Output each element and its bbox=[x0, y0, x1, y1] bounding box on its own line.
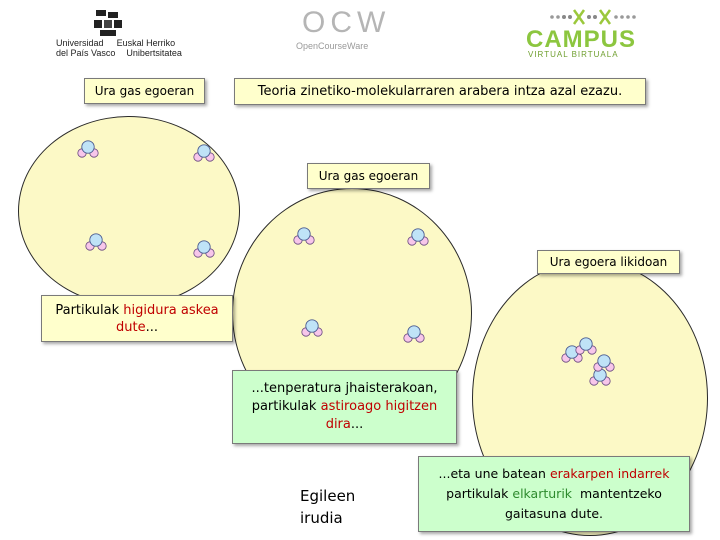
water-molecule bbox=[293, 227, 315, 245]
caption-line: irudia bbox=[300, 509, 343, 527]
label-gas-middle: Ura gas egoeran bbox=[307, 163, 430, 189]
theory-question-text: Teoria zinetiko-molekularraren arabera i… bbox=[257, 84, 623, 99]
free-motion-part: Partikulak bbox=[55, 302, 124, 318]
water-molecule bbox=[593, 354, 615, 372]
free-motion-highlight: higidura askea bbox=[123, 302, 219, 318]
water-molecule bbox=[403, 325, 425, 343]
attraction-highlight: erakarpen indarrek bbox=[549, 466, 670, 481]
image-credit-caption: Egileen irudia bbox=[300, 485, 355, 529]
free-motion-part: ... bbox=[145, 319, 158, 335]
campus-logo: CAMPUS VIRTUAL BIRTUALA bbox=[526, 8, 656, 59]
upv-line1a: Universidad bbox=[56, 38, 104, 48]
attraction-text: ...eta une batean erakarpen indarrek par… bbox=[439, 464, 670, 524]
cooling-part: ... bbox=[350, 417, 364, 432]
upv-line2b: Unibertsitatea bbox=[126, 48, 182, 58]
cooling-box: ...tenperatura jhaisterakoan, partikulak… bbox=[232, 370, 457, 444]
caption-line: Egileen bbox=[300, 487, 356, 505]
water-molecule bbox=[301, 319, 323, 337]
cooling-highlight: astiroago higitzen bbox=[320, 399, 438, 414]
water-molecule bbox=[193, 144, 215, 162]
water-molecule bbox=[575, 337, 597, 355]
campus-logo-big: CAMPUS bbox=[526, 26, 637, 53]
label-gas-top-text: Ura gas egoeran bbox=[94, 84, 195, 98]
cooling-text: ...tenperatura jhaisterakoan, partikulak… bbox=[251, 380, 437, 434]
campus-dots-icon bbox=[550, 9, 636, 25]
attraction-box: ...eta une batean erakarpen indarrek par… bbox=[418, 456, 690, 532]
attraction-part: mantentzeko bbox=[572, 486, 662, 501]
free-motion-highlight: dute bbox=[116, 319, 146, 335]
upv-line1b: Euskal Herriko bbox=[116, 38, 176, 48]
label-gas-top: Ura gas egoeran bbox=[84, 78, 205, 104]
upv-emblem-icon bbox=[94, 10, 122, 36]
water-molecule bbox=[589, 368, 611, 386]
label-liquid-text: Ura egoera likidoan bbox=[549, 255, 668, 269]
free-motion-box: Partikulak higidura askea dute... bbox=[41, 295, 233, 342]
cooling-part: partikulak bbox=[251, 399, 321, 414]
ocw-logo-big: OCW bbox=[302, 6, 391, 39]
water-molecule bbox=[85, 233, 107, 251]
campus-logo-small: VIRTUAL BIRTUALA bbox=[528, 50, 619, 59]
label-gas-middle-text: Ura gas egoeran bbox=[318, 169, 419, 183]
label-liquid: Ura egoera likidoan bbox=[537, 250, 680, 274]
attraction-part: ...eta une batean bbox=[438, 466, 550, 481]
upv-line2a: del País Vasco bbox=[56, 48, 116, 58]
attraction-part: partikulak bbox=[446, 486, 513, 501]
ocw-logo-small: OpenCourseWare bbox=[296, 41, 369, 51]
theory-question-box: Teoria zinetiko-molekularraren arabera i… bbox=[234, 78, 646, 105]
cooling-highlight: dira bbox=[325, 417, 351, 432]
ocw-logo: OCW OpenCourseWare bbox=[296, 6, 396, 52]
water-molecule bbox=[77, 140, 99, 158]
cooling-part: ...tenperatura jhaisterakoan, bbox=[251, 381, 438, 396]
water-molecule bbox=[407, 228, 429, 246]
attraction-highlight: elkarturik bbox=[512, 486, 573, 501]
water-molecule bbox=[193, 240, 215, 258]
attraction-part: gaitasuna dute. bbox=[504, 506, 604, 521]
upv-logo: Universidad Euskal Herriko del País Vasc… bbox=[56, 8, 206, 58]
free-motion-text: Partikulak higidura askea dute... bbox=[55, 302, 218, 336]
